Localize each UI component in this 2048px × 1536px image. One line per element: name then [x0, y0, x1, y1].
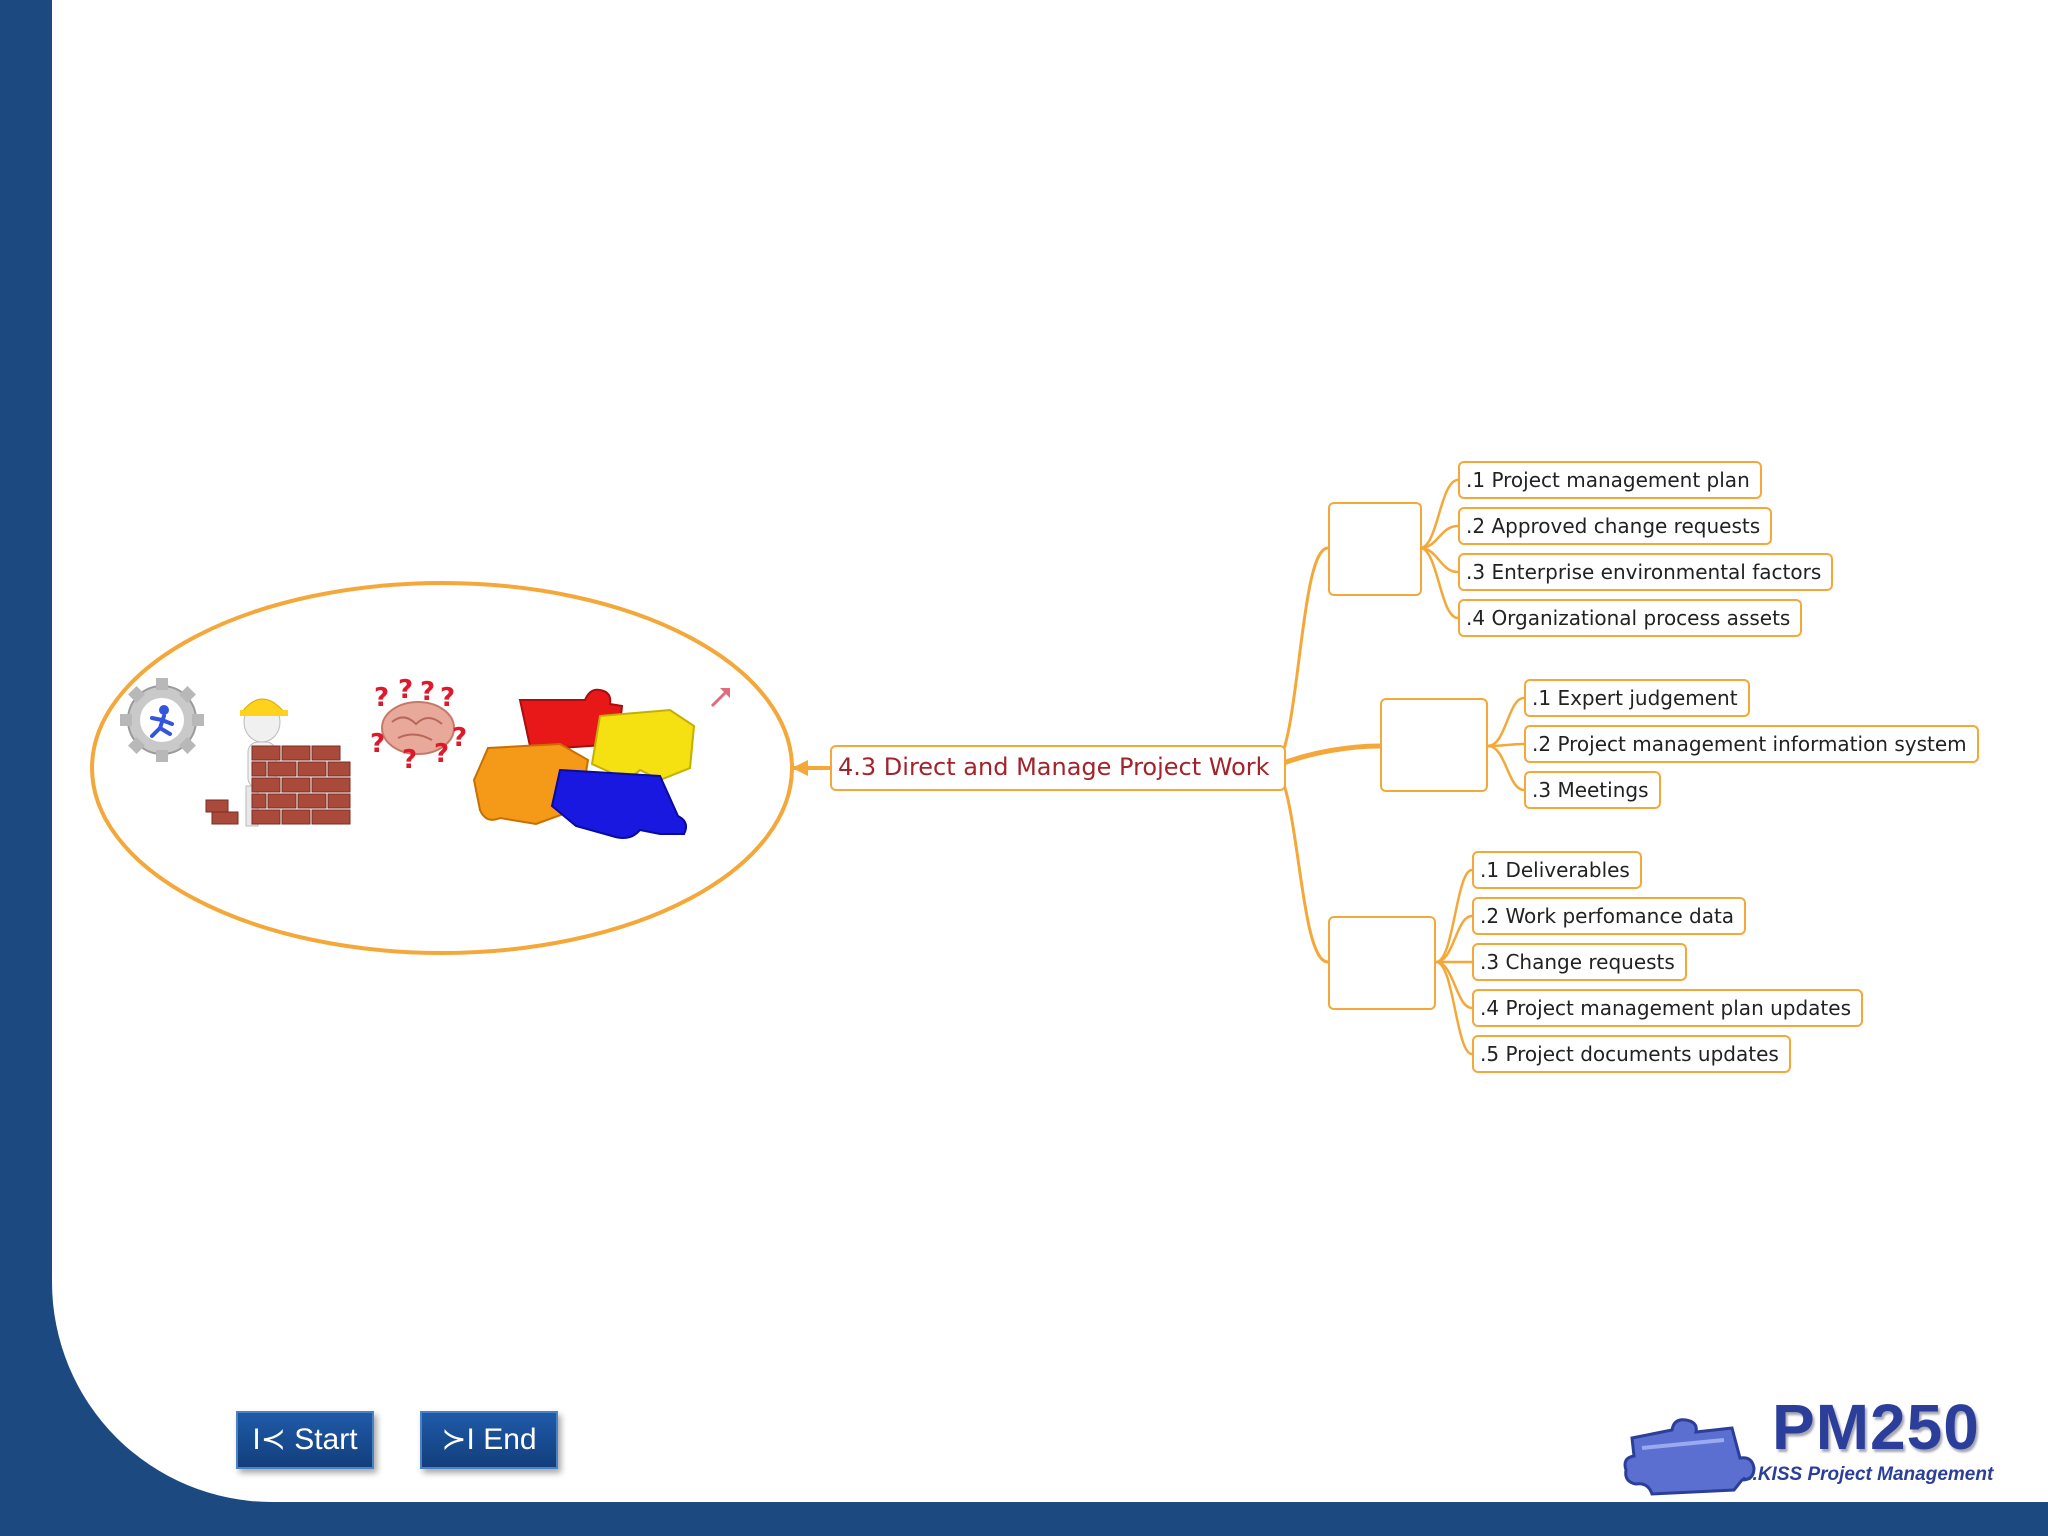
start-button[interactable]: I≺ Start — [236, 1411, 374, 1469]
input-node[interactable]: .1 Project management plan — [1458, 461, 1762, 499]
svg-text:?: ? — [440, 683, 455, 713]
output-node-label: .2 Work perfomance data — [1480, 904, 1735, 928]
tool-node-label: .3 Meetings — [1532, 778, 1649, 802]
svg-text:?: ? — [374, 683, 389, 713]
question-brain-icon: ???? ???? — [370, 675, 467, 775]
connector-central-tools — [1275, 743, 1381, 769]
input-node-label: .4 Organizational process assets — [1466, 606, 1791, 630]
pm250-logo: PM250 ...KISS Project Management — [1612, 1391, 2012, 1498]
central-topic-label: 4.3 Direct and Manage Project Work — [838, 753, 1270, 781]
output-node-label: .3 Change requests — [1480, 950, 1675, 974]
logo-tagline: ...KISS Project Management — [1742, 1464, 1994, 1485]
output-node[interactable]: .2 Work perfomance data — [1472, 897, 1747, 935]
tool-node[interactable]: .1 Expert judgement — [1524, 679, 1750, 717]
svg-text:?: ? — [402, 745, 417, 775]
input-node[interactable]: .2 Approved change requests — [1458, 507, 1773, 545]
output-node-label: .5 Project documents updates — [1480, 1042, 1779, 1066]
outputs-icon-frame[interactable] — [1328, 916, 1436, 1010]
builder-wall-icon — [205, 698, 351, 827]
output-node[interactable]: .4 Project management plan updates — [1472, 989, 1863, 1027]
link-arrow-icon — [710, 688, 730, 708]
svg-text:?: ? — [434, 739, 449, 769]
tool-node-label: .2 Project management information system — [1532, 732, 1967, 756]
svg-text:?: ? — [398, 675, 413, 705]
output-node[interactable]: .1 Deliverables — [1472, 851, 1642, 889]
connectors-inputs — [1419, 478, 1459, 620]
input-node-label: .3 Enterprise environmental factors — [1466, 560, 1822, 584]
tool-node[interactable]: .2 Project management information system — [1524, 725, 1979, 763]
input-node-label: .1 Project management plan — [1466, 468, 1750, 492]
puzzle-logo-icon — [1623, 1418, 1756, 1496]
input-node[interactable]: .4 Organizational process assets — [1458, 599, 1803, 637]
input-node[interactable]: .3 Enterprise environmental factors — [1458, 553, 1834, 591]
puzzle-pieces-icon — [472, 688, 696, 839]
logo-name: PM250 — [1772, 1391, 1980, 1463]
connector-central-outputs — [1274, 765, 1329, 964]
output-node-label: .1 Deliverables — [1480, 858, 1630, 882]
connectors-tools — [1487, 696, 1525, 792]
gear-runner-icon — [120, 678, 204, 762]
input-node-label: .2 Approved change requests — [1466, 514, 1761, 538]
svg-text:?: ? — [452, 723, 467, 753]
svg-text:?: ? — [420, 677, 435, 707]
svg-text:?: ? — [370, 729, 385, 759]
connectors-outputs — [1435, 868, 1473, 1056]
output-node[interactable]: .5 Project documents updates — [1472, 1035, 1791, 1073]
connector-arrowhead — [792, 760, 808, 776]
output-node[interactable]: .3 Change requests — [1472, 943, 1687, 981]
central-topic[interactable]: 4.3 Direct and Manage Project Work — [830, 745, 1286, 791]
tool-node-label: .1 Expert judgement — [1532, 686, 1738, 710]
tools-icon-frame[interactable] — [1380, 698, 1488, 792]
connector-central-inputs — [1274, 546, 1329, 768]
tool-node[interactable]: .3 Meetings — [1524, 771, 1661, 809]
inputs-icon-frame[interactable] — [1328, 502, 1422, 596]
end-button[interactable]: ≻I End — [420, 1411, 558, 1469]
output-node-label: .4 Project management plan updates — [1480, 996, 1851, 1020]
bottom-band — [0, 1502, 2048, 1536]
